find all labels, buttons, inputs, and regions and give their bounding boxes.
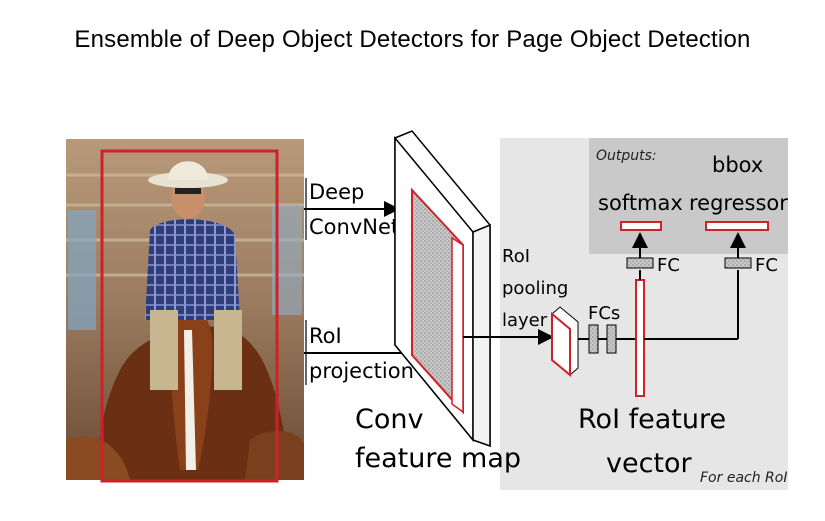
roi-projection-label-line1: RoI xyxy=(309,324,342,348)
conv-feature-map-label-line2: feature map xyxy=(355,443,521,474)
bbox-label-line2: regressor xyxy=(689,191,788,215)
deep-convnet-label-line2: ConvNet xyxy=(309,215,399,239)
roi-pooling-label-line3: layer xyxy=(502,310,548,331)
fc-right-label: FC xyxy=(755,255,778,276)
fc-block-left xyxy=(626,257,654,269)
bbox-regressor-output xyxy=(705,221,769,231)
fc-layer-1 xyxy=(588,324,599,354)
fc-left-label: FC xyxy=(657,255,680,276)
pooled-feature-block xyxy=(551,306,579,378)
outputs-box xyxy=(589,138,788,254)
roi-feature-vector-label-line2: vector xyxy=(606,448,693,479)
fc-layer-2 xyxy=(606,324,617,354)
conv-feature-map xyxy=(394,130,491,448)
deep-convnet-label-line1: Deep xyxy=(309,180,364,204)
fc-block-right xyxy=(724,257,752,269)
input-photo xyxy=(66,139,304,480)
roi-bounding-box xyxy=(100,149,279,483)
softmax-label: softmax xyxy=(598,191,683,215)
roi-projection-label-line2: projection xyxy=(309,359,414,383)
conv-feature-map-label-line1: Conv xyxy=(355,404,423,435)
roi-pooling-label-line1: RoI xyxy=(502,246,530,267)
roi-pooling-label-line2: pooling xyxy=(502,278,568,299)
outputs-label: Outputs: xyxy=(596,148,657,164)
fcs-label: FCs xyxy=(588,303,620,324)
page-title: Ensemble of Deep Object Detectors for Pa… xyxy=(74,26,751,53)
roi-feature-vector-label-line1: RoI feature xyxy=(578,404,726,435)
roi-feature-vector xyxy=(635,279,645,397)
softmax-output xyxy=(620,221,662,231)
bbox-label-line1: bbox xyxy=(712,153,763,177)
for-each-roi-label: For each RoI xyxy=(700,470,787,486)
